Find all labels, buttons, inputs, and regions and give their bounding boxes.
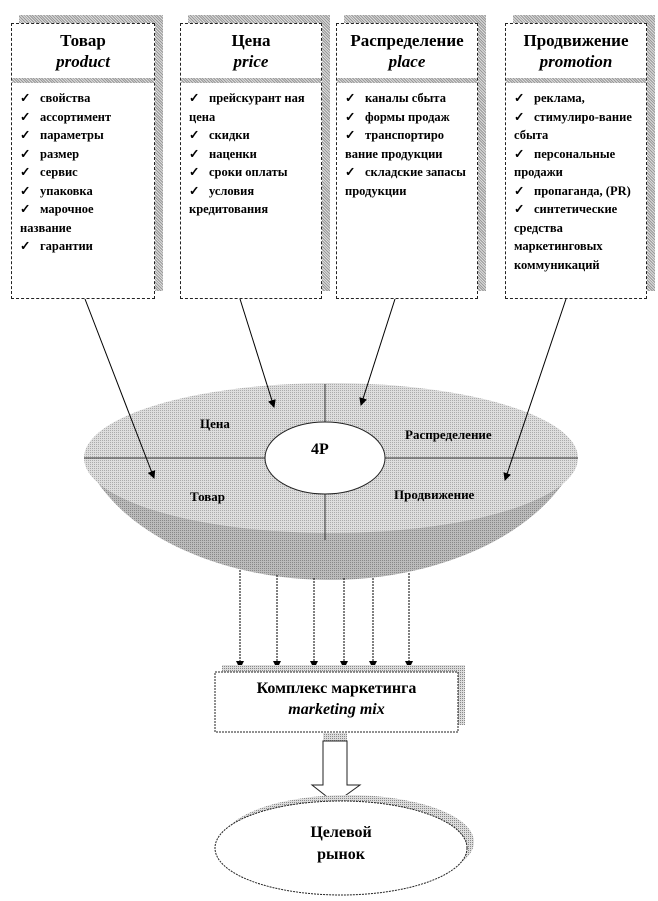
target-market: Целевой рынок <box>215 822 467 866</box>
list-item: ✓ параметры <box>20 126 148 145</box>
list-item-text: размер <box>40 146 80 161</box>
list-item-text: реклама, <box>534 91 585 105</box>
target-market-line1: Целевой <box>310 824 372 841</box>
list-item-text: прейскурант ная цена <box>189 91 305 124</box>
column-subtitle: promotion <box>539 52 613 71</box>
list-item: ✓стимулиро-вание сбыта <box>514 108 640 145</box>
column-subtitle: price <box>233 52 269 71</box>
column-product: Товар product ✓ свойства ✓ ассортимент ✓ парам… <box>11 23 155 299</box>
item-list: ✓ свойства ✓ ассортимент ✓ параметры ✓ размер ✓ с… <box>12 83 154 256</box>
marketing-mix-subtitle: marketing mix <box>288 701 385 718</box>
list-item-text: стимулиро-вание сбыта <box>514 109 632 143</box>
item-list: ✓реклама,✓стимулиро-вание сбыта✓персонал… <box>506 83 646 274</box>
check-icon: ✓ <box>514 109 525 124</box>
check-icon: ✓ <box>189 146 200 161</box>
list-item: ✓ размер <box>20 145 148 164</box>
column-title: Продвижение <box>523 31 629 50</box>
list-item-text: формы продаж <box>365 109 450 124</box>
list-item: ✓условия кредитования <box>189 182 315 219</box>
column-title: Товар <box>60 31 106 50</box>
check-icon: ✓ <box>20 183 31 198</box>
check-icon: ✓ <box>20 146 31 161</box>
list-item: ✓ скидки <box>189 126 315 145</box>
check-icon: ✓ <box>514 146 525 161</box>
list-item-text: пропаганда, (PR) <box>534 183 631 198</box>
list-item: ✓марочное название <box>20 200 148 237</box>
check-icon: ✓ <box>20 202 31 216</box>
list-item: ✓ реклама, <box>514 89 640 108</box>
list-item-text: гарантии <box>40 239 93 253</box>
list-item-text: параметры <box>40 128 104 142</box>
column-subtitle: product <box>56 52 110 71</box>
list-item-text: сроки оплаты <box>209 165 288 179</box>
check-icon: ✓ <box>514 183 525 198</box>
list-item: ✓транспортиро вание продукции <box>345 126 471 163</box>
marketing-mix: Комплекс маркетинга marketing mix <box>215 672 458 732</box>
center-4p <box>264 421 386 495</box>
list-item: ✓ каналы сбыта <box>345 89 471 108</box>
check-icon: ✓ <box>189 165 200 179</box>
list-item-text: скидки <box>209 128 250 142</box>
list-item: ✓ пропаганда, (PR) <box>514 182 640 201</box>
check-icon: ✓ <box>20 165 31 179</box>
list-item-text: складские запасы продукции <box>345 165 466 198</box>
check-icon: ✓ <box>345 128 356 142</box>
list-item-text: марочное название <box>20 202 94 235</box>
bowl-price-label: Цена <box>200 416 230 431</box>
list-item: ✓ сроки оплаты <box>189 163 315 182</box>
list-item: ✓ гарантии <box>20 237 148 256</box>
list-item-text: ассортимент <box>40 109 112 124</box>
list-item: ✓синтетические средства маркетинговых ко… <box>514 200 640 274</box>
down-block-arrow <box>310 740 362 804</box>
list-item-text: упаковка <box>40 183 93 198</box>
marketing-mix-title: Комплекс маркетинга <box>256 680 417 697</box>
list-item-text: каналы сбыта <box>365 91 446 105</box>
list-item: ✓ наценки <box>189 145 315 164</box>
list-item-text: синтетические средства маркетинговых ком… <box>514 202 618 272</box>
check-icon: ✓ <box>345 165 356 179</box>
column-title: Распределение <box>350 31 464 50</box>
marketing-mix-box <box>214 671 459 733</box>
check-icon: ✓ <box>20 239 31 253</box>
check-icon: ✓ <box>189 91 200 105</box>
list-item-text: свойства <box>40 91 91 105</box>
check-icon: ✓ <box>189 128 200 142</box>
center-4p-label: 4P <box>311 441 329 458</box>
list-item: ✓персональные продажи <box>514 145 640 182</box>
column-subtitle: place <box>388 52 426 71</box>
target-market-ellipse <box>214 800 468 896</box>
list-item-text: сервис <box>40 165 78 179</box>
column-title: Цена <box>231 31 271 50</box>
list-item: ✓складские запасы продукции <box>345 163 471 200</box>
list-item-text: условия кредитования <box>189 183 269 217</box>
list-item-text: наценки <box>209 146 257 161</box>
check-icon: ✓ <box>514 202 525 216</box>
list-item: ✓ сервис <box>20 163 148 182</box>
list-item: ✓ упаковка <box>20 182 148 201</box>
list-item: ✓ формы продаж <box>345 108 471 127</box>
list-item-text: персональные продажи <box>514 146 616 180</box>
bowl-promotion-label: Продвижение <box>394 487 475 502</box>
item-list: ✓каналы сбыта✓формы продаж✓транспортиро … <box>337 83 477 200</box>
item-list: ✓прейскурант ная цена✓скидки✓наценки✓сро… <box>181 83 321 219</box>
bowl-product-label: Товар <box>190 489 226 504</box>
check-icon: ✓ <box>20 109 31 124</box>
column-place: Распределение place ✓ каналы сбыта ✓ формы п… <box>336 23 478 299</box>
check-icon: ✓ <box>345 109 356 124</box>
check-icon: ✓ <box>345 91 356 105</box>
check-icon: ✓ <box>20 128 31 142</box>
list-item-text: транспортиро вание продукции <box>345 128 445 161</box>
target-market-line2: рынок <box>317 846 365 863</box>
list-item: ✓прейскурант ная цена <box>189 89 315 126</box>
check-icon: ✓ <box>20 91 31 105</box>
bowl-place-label: Распределение <box>405 427 492 442</box>
check-icon: ✓ <box>189 183 200 198</box>
check-icon: ✓ <box>514 91 525 105</box>
list-item: ✓ ассортимент <box>20 108 148 127</box>
list-item: ✓ свойства <box>20 89 148 108</box>
